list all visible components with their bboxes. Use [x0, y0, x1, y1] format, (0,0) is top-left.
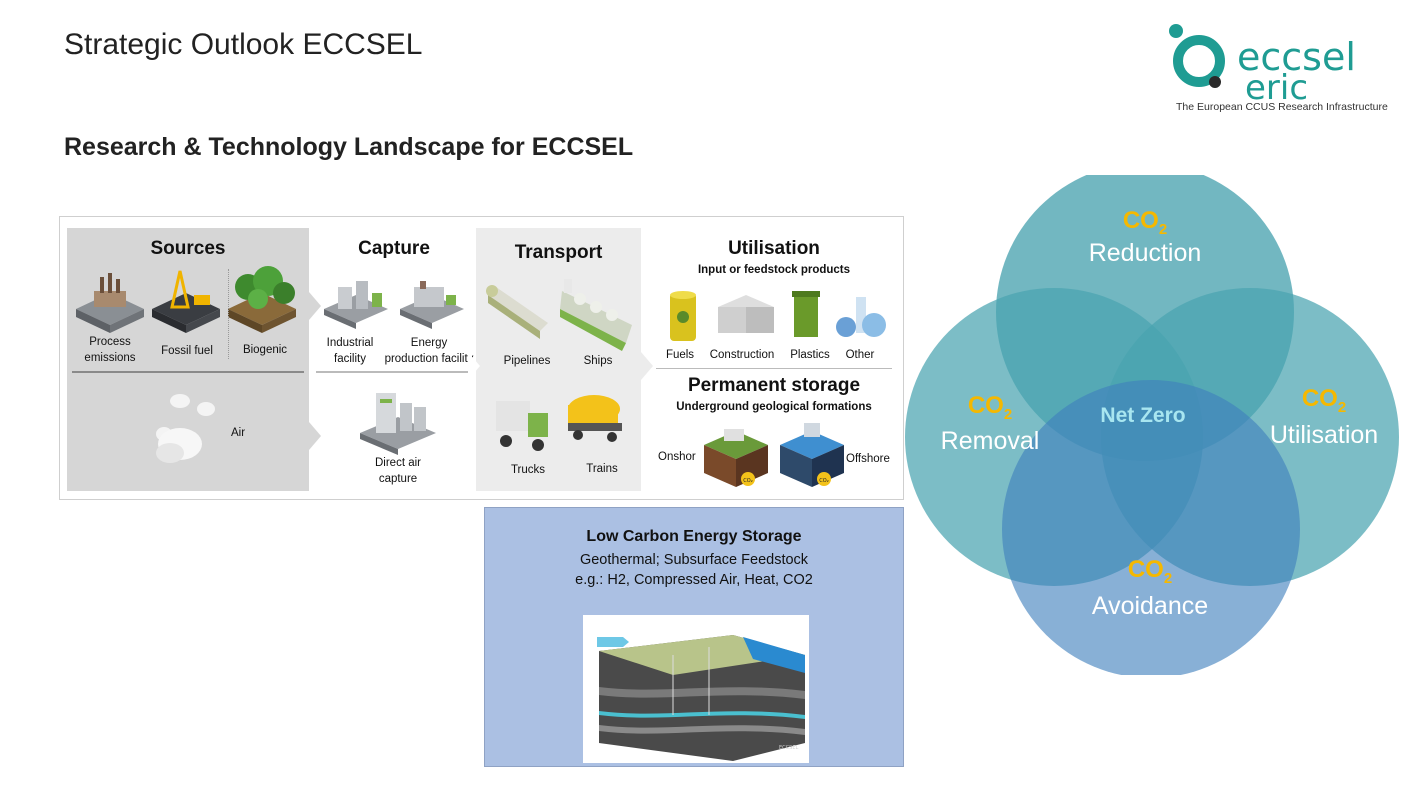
page-title: Strategic Outlook ECCSEL [64, 28, 423, 61]
transport-truck-train-icons [496, 395, 622, 451]
utilisation-subtitle: Input or feedstock products [697, 264, 851, 276]
transport-arrow [641, 352, 653, 380]
transport-ships-label: Ships [583, 355, 613, 367]
avoidance-co2-label: CO2 [1128, 556, 1172, 587]
transport-column [476, 228, 641, 491]
transport-trains-label: Trains [586, 463, 618, 475]
transport-pipelines-label: Pipelines [503, 355, 551, 367]
source-air-label: Air [230, 427, 246, 439]
storage-offshore-label: Offshore [846, 453, 890, 465]
transport-pipeline-ship-icons [486, 279, 632, 351]
avoidance-label: Avoidance [1092, 592, 1208, 620]
logo-name-bottom: eric [1245, 68, 1308, 108]
utilisation-other-label: Other [845, 349, 875, 361]
lces-line-1: Geothermal; Subsurface Feedstock [579, 552, 809, 568]
sources-arrow-upper [309, 292, 321, 320]
utilisation-construction-label: Construction [709, 349, 775, 361]
storage-geology-icons: CO₂ CO₂ [704, 423, 844, 487]
direct-air-capture-icon [360, 393, 436, 455]
sources-icons [76, 266, 296, 333]
capture-arrow [468, 352, 480, 380]
utilisation-co2-label: CO2 [1302, 385, 1346, 416]
storage-title: Permanent storage [687, 375, 861, 396]
eccsel-logo: eccsel eric [1169, 24, 1356, 108]
storage-subtitle: Underground geological formations [676, 401, 872, 413]
utilisation-label: Utilisation [1270, 421, 1378, 449]
storage-offshore-badge: CO₂ [819, 478, 828, 484]
source-biogenic-label: Biogenic [242, 344, 288, 356]
capture-title: Capture [358, 238, 430, 259]
utilisation-title: Utilisation [728, 238, 820, 259]
utilisation-fuels-label: Fuels [665, 349, 695, 361]
removal-label: Removal [941, 427, 1040, 455]
co2-venn-diagram: CO2 Reduction CO2 Removal CO2 Utilisatio… [905, 175, 1399, 675]
air-cloud-icon [156, 394, 215, 463]
storage-onshore-label: Onshor [658, 451, 696, 463]
venn-circle-avoidance [1002, 380, 1300, 675]
reduction-label: Reduction [1089, 239, 1202, 267]
removal-co2-label: CO2 [968, 392, 1012, 423]
utilisation-product-icons [670, 291, 886, 341]
sources-title: Sources [150, 238, 226, 259]
net-zero-center-label: Net Zero [1100, 404, 1185, 427]
reduction-co2-label: CO2 [1123, 207, 1167, 238]
transport-trucks-label: Trucks [510, 464, 546, 476]
capture-facility-icons [324, 281, 464, 329]
low-carbon-energy-storage-box: Low Carbon Energy Storage Geothermal; Su… [484, 507, 904, 767]
logo-tagline: The European CCUS Research Infrastructur… [1176, 101, 1388, 113]
transport-title: Transport [514, 242, 603, 263]
illustration-brand: ECCSEL [779, 745, 798, 751]
logo-name-top: eccsel [1237, 35, 1356, 79]
subsurface-storage-illustration: ECCSEL [583, 615, 809, 763]
storage-onshore-badge: CO₂ [743, 478, 752, 484]
source-fossil-label: Fossil fuel [161, 345, 213, 357]
section-title: Research & Technology Landscape for ECCS… [64, 133, 634, 161]
sources-arrow-lower [309, 422, 321, 450]
utilisation-plastics-label: Plastics [790, 349, 830, 361]
lces-line-2: e.g.: H2, Compressed Air, Heat, CO2 [575, 572, 813, 588]
lces-title: Low Carbon Energy Storage [586, 528, 802, 545]
